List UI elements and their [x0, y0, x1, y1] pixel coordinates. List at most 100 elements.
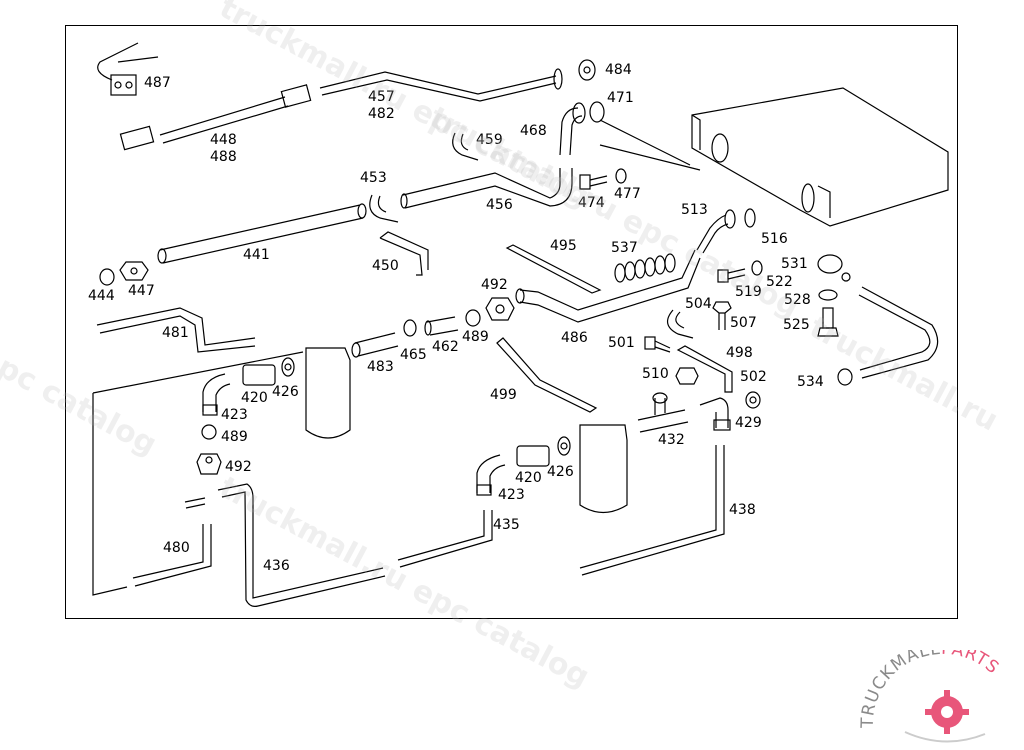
- part-453-clamp[interactable]: [369, 194, 399, 223]
- part-510-nut[interactable]: [675, 367, 699, 385]
- callout-480[interactable]: 480: [163, 540, 190, 556]
- part-499-bracket[interactable]: [496, 337, 598, 413]
- callout-489-top[interactable]: 489: [462, 329, 489, 345]
- part-465-clamp[interactable]: [403, 319, 417, 337]
- part-504-bolt[interactable]: [712, 301, 732, 330]
- part-477-washer[interactable]: [615, 168, 627, 184]
- part-448-hose[interactable]: [119, 84, 312, 151]
- callout-471[interactable]: 471: [607, 90, 634, 106]
- part-486-pipe[interactable]: [515, 249, 701, 323]
- part-426-washer-2[interactable]: [557, 436, 571, 456]
- part-483-tube[interactable]: [351, 332, 399, 358]
- callout-482[interactable]: 482: [368, 106, 395, 122]
- callout-457[interactable]: 457: [368, 89, 395, 105]
- part-502-grommet[interactable]: [745, 391, 761, 409]
- callout-436[interactable]: 436: [263, 558, 290, 574]
- callout-483[interactable]: 483: [367, 359, 394, 375]
- part-438-pipe[interactable]: [579, 445, 725, 576]
- callout-504[interactable]: 504: [685, 296, 712, 312]
- part-435-pipe[interactable]: [397, 510, 493, 568]
- part-420-fitting-1[interactable]: [242, 364, 276, 386]
- callout-484[interactable]: 484: [605, 62, 632, 78]
- part-501-bolt[interactable]: [644, 336, 671, 353]
- callout-459[interactable]: 459: [476, 132, 503, 148]
- callout-522[interactable]: 522: [766, 274, 793, 290]
- callout-525[interactable]: 525: [783, 317, 810, 333]
- part-507-clamp[interactable]: [667, 309, 694, 339]
- part-534-pipe[interactable]: [837, 286, 939, 386]
- part-441-pipe[interactable]: [157, 203, 367, 264]
- part-429-elbow[interactable]: [699, 397, 731, 431]
- part-528-washer[interactable]: [818, 289, 838, 301]
- part-522-washer[interactable]: [751, 260, 763, 276]
- callout-423-right[interactable]: 423: [498, 487, 525, 503]
- callout-481[interactable]: 481: [162, 325, 189, 341]
- callout-435[interactable]: 435: [493, 517, 520, 533]
- callout-495[interactable]: 495: [550, 238, 577, 254]
- callout-488[interactable]: 488: [210, 149, 237, 165]
- callout-486[interactable]: 486: [561, 330, 588, 346]
- part-489-plug-1[interactable]: [201, 424, 217, 440]
- callout-513[interactable]: 513: [681, 202, 708, 218]
- part-426-washer-1[interactable]: [281, 357, 295, 377]
- callout-447[interactable]: 447: [128, 283, 155, 299]
- part-531-banjo[interactable]: [817, 254, 851, 282]
- callout-498[interactable]: 498: [726, 345, 753, 361]
- callout-420-right[interactable]: 420: [515, 470, 542, 486]
- part-519-bolt[interactable]: [717, 268, 746, 283]
- part-487-pipe-bracket[interactable]: [97, 42, 159, 96]
- part-498-bracket[interactable]: [676, 345, 733, 393]
- part-462-tube[interactable]: [424, 316, 459, 336]
- callout-465[interactable]: 465: [400, 347, 427, 363]
- part-436-pipe[interactable]: [217, 483, 386, 607]
- part-468-elbow[interactable]: [559, 102, 586, 156]
- callout-432[interactable]: 432: [658, 432, 685, 448]
- callout-499[interactable]: 499: [490, 387, 517, 403]
- callout-438[interactable]: 438: [729, 502, 756, 518]
- part-489-plug-top[interactable]: [465, 309, 481, 327]
- callout-510[interactable]: 510: [642, 366, 669, 382]
- callout-429[interactable]: 429: [735, 415, 762, 431]
- part-471-gasket[interactable]: [589, 101, 605, 123]
- callout-426-right[interactable]: 426: [547, 464, 574, 480]
- part-456-pipe[interactable]: [400, 168, 573, 209]
- part-495-bracket[interactable]: [505, 244, 602, 294]
- part-450-bracket[interactable]: [379, 231, 429, 276]
- callout-468[interactable]: 468: [520, 123, 547, 139]
- callout-519[interactable]: 519: [735, 284, 762, 300]
- callout-534[interactable]: 534: [797, 374, 824, 390]
- part-457-pipe[interactable]: [319, 68, 563, 102]
- callout-507[interactable]: 507: [730, 315, 757, 331]
- filter-housing-1[interactable]: [305, 347, 351, 439]
- part-525-banjo-bolt[interactable]: [817, 307, 839, 337]
- callout-537[interactable]: 537: [611, 240, 638, 256]
- part-420-fitting-2[interactable]: [516, 445, 550, 467]
- callout-441[interactable]: 441: [243, 247, 270, 263]
- callout-489-left[interactable]: 489: [221, 429, 248, 445]
- part-516-gasket[interactable]: [744, 208, 756, 228]
- callout-450[interactable]: 450: [372, 258, 399, 274]
- part-481-pipe[interactable]: [96, 307, 256, 353]
- callout-420-left[interactable]: 420: [241, 390, 268, 406]
- part-480-pipe[interactable]: [132, 497, 212, 587]
- callout-444[interactable]: 444: [88, 288, 115, 304]
- callout-426-left[interactable]: 426: [272, 384, 299, 400]
- callout-456[interactable]: 456: [486, 197, 513, 213]
- part-459-clamp[interactable]: [452, 132, 479, 161]
- callout-492-top[interactable]: 492: [481, 277, 508, 293]
- part-447-nut[interactable]: [119, 261, 149, 281]
- part-492-nut-1[interactable]: [196, 453, 222, 475]
- part-474-bolt[interactable]: [579, 174, 608, 190]
- callout-531[interactable]: 531: [781, 256, 808, 272]
- callout-474[interactable]: 474: [578, 195, 605, 211]
- callout-501[interactable]: 501: [608, 335, 635, 351]
- part-513-elbow[interactable]: [696, 209, 736, 254]
- callout-462[interactable]: 462: [432, 339, 459, 355]
- part-444-plug[interactable]: [99, 268, 115, 286]
- part-492-nut-top[interactable]: [485, 297, 515, 321]
- part-537-spring[interactable]: [614, 253, 676, 283]
- callout-492-left[interactable]: 492: [225, 459, 252, 475]
- part-484-grommet[interactable]: [578, 59, 596, 81]
- callout-487[interactable]: 487: [144, 75, 171, 91]
- callout-453[interactable]: 453: [360, 170, 387, 186]
